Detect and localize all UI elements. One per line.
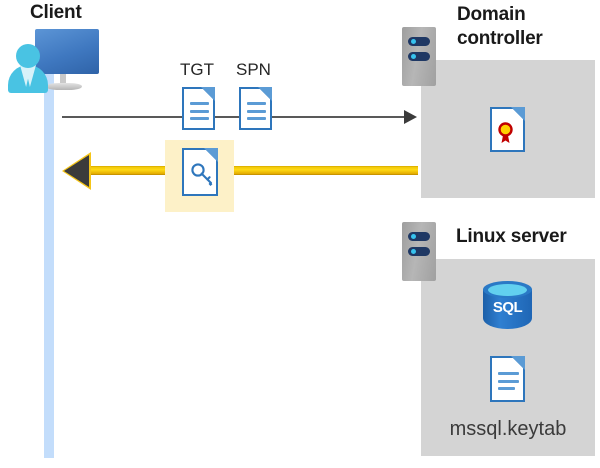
doc-text-line <box>247 102 266 105</box>
doc-text-line <box>498 372 519 375</box>
doc-text-line <box>190 102 209 105</box>
keytab-document-icon <box>490 356 525 402</box>
request-arrow-head-icon <box>404 110 417 124</box>
rack-led-icon <box>411 39 416 44</box>
request-arrow-line <box>62 116 410 118</box>
linux-server-rack-icon <box>402 222 436 281</box>
doc-text-line <box>190 117 209 120</box>
rack-led-icon <box>411 249 416 254</box>
sql-database-icon: SQL <box>483 281 532 336</box>
rack-led-icon <box>411 54 416 59</box>
domain-controller-rack-icon <box>402 27 436 86</box>
key-document-icon <box>182 148 218 196</box>
monitor-base-icon <box>46 83 82 90</box>
doc-text-line <box>498 380 519 383</box>
rack-slot <box>408 247 430 256</box>
response-arrow-head-icon <box>64 155 89 187</box>
rack-slot <box>408 232 430 241</box>
doc-text-line <box>498 387 515 390</box>
tgt-document-icon <box>182 87 215 130</box>
certificate-rosette-icon <box>498 122 513 143</box>
key-glyph-icon <box>191 163 213 186</box>
tgt-label: TGT <box>180 60 214 79</box>
client-lifeline-bar <box>44 74 54 458</box>
spn-label: SPN <box>236 60 271 79</box>
person-head-icon <box>16 44 40 68</box>
doc-text-line <box>247 117 266 120</box>
rack-led-icon <box>411 234 416 239</box>
user-workstation-icon <box>8 27 104 99</box>
doc-text-line <box>190 110 209 113</box>
response-arrow-segment-left <box>84 166 170 175</box>
client-title: Client <box>30 2 82 23</box>
domain-controller-title: Domain controller <box>457 4 543 49</box>
keytab-filename-label: mssql.keytab <box>449 418 567 440</box>
certificate-document-icon <box>490 107 525 152</box>
sql-label: SQL <box>492 299 523 316</box>
rack-slot <box>408 52 430 61</box>
spn-document-icon <box>239 87 272 130</box>
linux-server-title: Linux server <box>456 226 567 247</box>
doc-text-line <box>247 110 266 113</box>
rack-slot <box>408 37 430 46</box>
monitor-neck-icon <box>60 74 66 85</box>
monitor-screen-icon <box>35 29 99 74</box>
response-arrow-segment-right <box>228 166 418 175</box>
sql-cylinder-top-inner <box>488 284 527 296</box>
